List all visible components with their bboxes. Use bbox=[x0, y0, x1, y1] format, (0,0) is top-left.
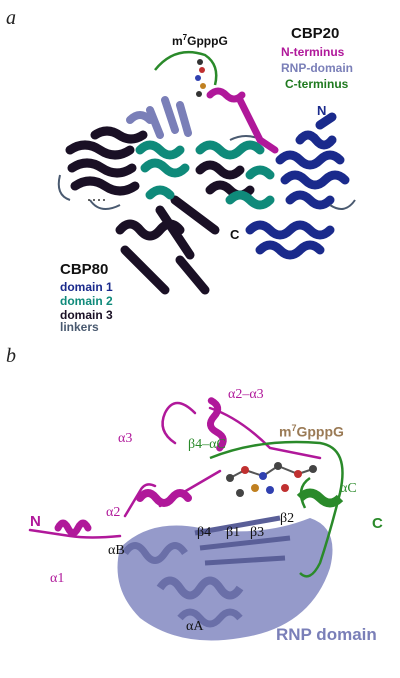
cbp80-legend-domain2: domain 2 bbox=[60, 294, 113, 308]
cbp20-rnp-ribbons bbox=[126, 96, 192, 139]
label-aC: αC bbox=[340, 481, 357, 496]
label-a2-a3: α2–α3 bbox=[228, 387, 264, 402]
label-rnp-domain: RNP domain bbox=[276, 625, 377, 644]
panel-b-ligand-label: m7GpppG bbox=[279, 424, 344, 439]
label-a2: α2 bbox=[106, 505, 121, 520]
label-c: C bbox=[372, 515, 383, 532]
cbp80-legend-domain1: domain 1 bbox=[60, 280, 113, 294]
cbp20-c-terminus-loop bbox=[154, 50, 218, 86]
cbp80-domain1-ribbons bbox=[245, 112, 350, 260]
rnp-domain-ribbons bbox=[117, 515, 333, 641]
cbp20-legend-c-terminus: C-terminus bbox=[285, 77, 349, 91]
panel-b: b bbox=[0, 338, 400, 678]
cbp20-legend-n-terminus: N-terminus bbox=[281, 45, 345, 59]
cbp20-title: CBP20 bbox=[291, 25, 340, 42]
cbp80-title: CBP80 bbox=[60, 261, 109, 278]
label-b3: β3 bbox=[250, 525, 265, 540]
cbp80-legend-domain3: domain 3 bbox=[60, 308, 113, 322]
cbp20-n-terminus-ribbons bbox=[206, 87, 279, 154]
label-b2: β2 bbox=[280, 511, 295, 526]
ligand-m7gpppg-sticks bbox=[195, 59, 206, 97]
c-terminus-green bbox=[209, 440, 344, 578]
cbp20-legend-rnp-domain: RNP-domain bbox=[281, 61, 353, 75]
cbp20-structure bbox=[28, 397, 344, 641]
cbp80-c-label: C bbox=[230, 227, 240, 242]
ligand-label-rest: GpppG bbox=[187, 34, 228, 48]
panel-a-letter: a bbox=[6, 7, 16, 29]
panel-b-letter: b bbox=[6, 345, 16, 367]
ligand-ball-and-stick bbox=[226, 462, 317, 497]
label-n: N bbox=[30, 513, 41, 530]
panel-b-ligand-sup: 7 bbox=[291, 423, 297, 433]
cbp80-n-label: N bbox=[317, 103, 327, 118]
panel-a: a bbox=[0, 0, 400, 334]
ligand-label-sup: 7 bbox=[182, 33, 188, 42]
n-terminus-magenta bbox=[28, 397, 322, 539]
label-b4: β4 bbox=[197, 525, 212, 540]
label-aB: αB bbox=[108, 543, 125, 558]
label-aA: αA bbox=[186, 619, 204, 634]
ligand-label-base: m bbox=[172, 34, 183, 48]
cbp-complex-structure bbox=[57, 50, 356, 295]
label-b1: β1 bbox=[226, 525, 241, 540]
panel-b-ligand-rest: GpppG bbox=[296, 423, 344, 440]
cbp80-legend-linkers: linkers bbox=[60, 320, 99, 334]
ligand-label: m7GpppG bbox=[172, 33, 228, 48]
label-a3: α3 bbox=[118, 431, 133, 446]
cbp80-domain2-ribbons bbox=[135, 140, 275, 210]
label-a1: α1 bbox=[50, 571, 65, 586]
label-b4-ac: β4–αC bbox=[188, 437, 226, 452]
panel-b-ligand-base: m bbox=[279, 423, 292, 440]
